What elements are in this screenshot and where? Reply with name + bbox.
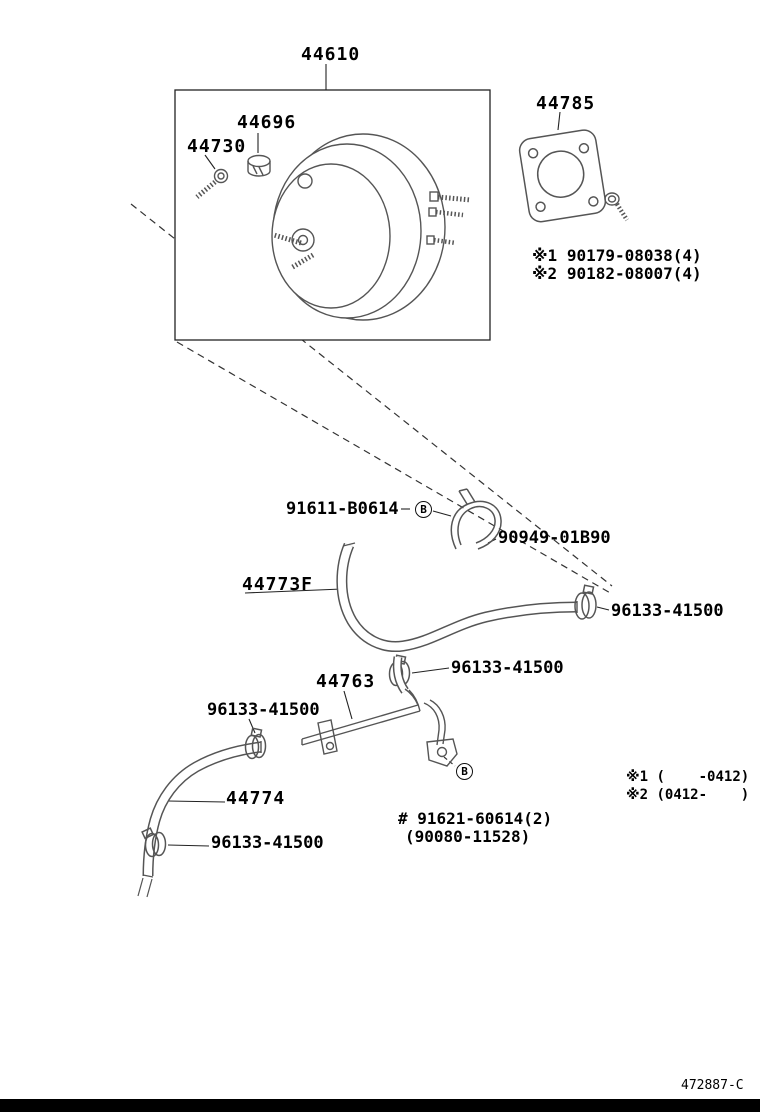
label-union-bolt-alt: (90080-11528) (405, 827, 531, 846)
label-hose-no1: 44773F (242, 574, 314, 595)
label-hose-clamp: 91611-B0614 (286, 499, 399, 519)
bottom-bar (0, 1099, 760, 1112)
label-bolt-note-1: ※1 90179-08038(4) (532, 246, 702, 265)
label-grommet: 44696 (237, 112, 297, 133)
mounting-bolt-drawing (604, 192, 629, 222)
clamp-96133-right-drawing (574, 584, 597, 620)
gasket-44785-drawing (518, 129, 607, 223)
label-clamp-bottom: 96133-41500 (211, 833, 324, 853)
label-clip: 90949-01B90 (498, 528, 611, 548)
callout-b-icon: B (456, 763, 473, 780)
hose-44773F-drawing (336, 542, 578, 653)
label-clamp-upper-left: 96133-41500 (207, 700, 320, 720)
label-union-bolt: # 91621-60614(2) (398, 809, 553, 828)
label-stud: 44730 (187, 136, 247, 157)
label-clamp-mid: 96133-41500 (451, 658, 564, 678)
label-gasket: 44785 (536, 93, 596, 114)
clamp-96133-upper-left-drawing (244, 727, 267, 760)
label-booster-assy: 44610 (301, 44, 361, 65)
callout-b-icon: B (415, 501, 432, 518)
stud-44730-drawing (195, 168, 229, 199)
clip-90949-drawing (450, 488, 502, 550)
label-tube: 44763 (316, 671, 376, 692)
label-hose-no2: 44774 (226, 788, 286, 809)
label-applicability-2: ※2 (0412- ) (626, 787, 750, 803)
clamp-96133-bottom-drawing (141, 827, 167, 858)
label-leader-lines (167, 64, 610, 847)
tube-44763-drawing (301, 656, 458, 767)
hose-44774-drawing (137, 741, 262, 898)
brake-booster-drawing (271, 133, 472, 321)
label-applicability-1: ※1 ( -0412) (626, 769, 750, 785)
label-bolt-note-2: ※2 90182-08007(4) (532, 264, 702, 283)
doc-code: 472887-C (681, 1078, 744, 1093)
grommet-44696-drawing (247, 154, 271, 177)
label-clamp-right: 96133-41500 (611, 601, 724, 621)
